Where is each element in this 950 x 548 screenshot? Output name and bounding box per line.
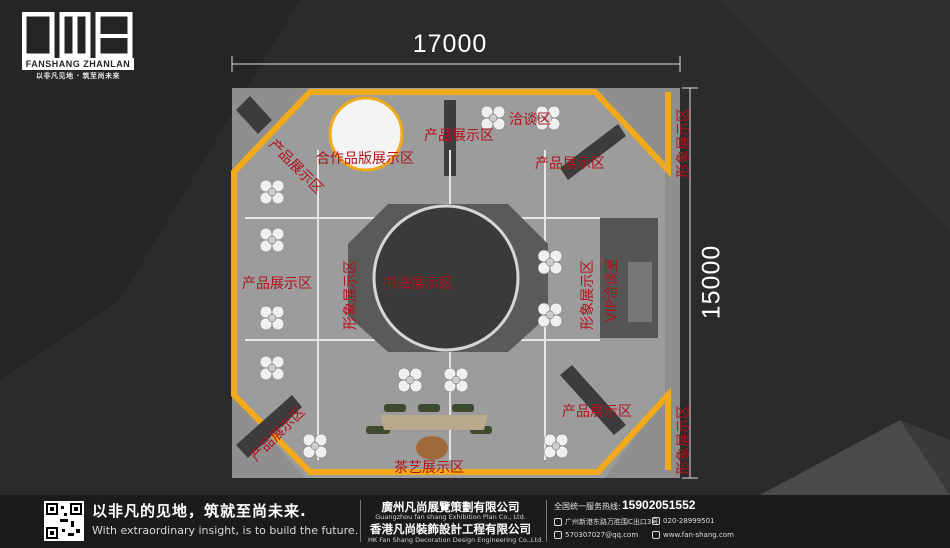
email-text: 570307027@qq.com [565,531,639,539]
zone-coop-display: 合作品版展示区 [316,151,414,167]
logo-slogan: 以非凡见地 · 筑至尚未来 [35,72,121,80]
email-icon [554,531,562,539]
location-icon [554,518,562,526]
chair-groups [259,105,569,459]
zone-negotiation: 洽谈区 [509,112,551,128]
zone-vip-room: VIP洽谈室 [603,258,620,322]
qr-code-icon [44,501,84,541]
logo-name: FANSHANG ZHANLAN [22,58,134,70]
root-carving-table [416,436,448,460]
zone-image-right-top: 形象展示区 [676,108,692,178]
zone-image-right-bottom: 形象展示区 [676,405,692,475]
hotline-label: 全国统一服务热线: [554,502,621,511]
footer-bar [0,495,950,548]
zone-image-left-vertical: 形象展示区 [343,260,359,330]
phone-item: 020-28999501 [652,517,715,525]
company-logo: FANSHANG ZHANLAN 以非凡见地 · 筑至尚未来 [22,12,134,80]
hotline-number: 15902051552 [622,498,696,512]
tagline-chinese: 以非凡的见地，筑就至尚未来. [92,502,307,520]
zone-tea: 茶艺展示区 [394,460,464,476]
round-light-box [328,96,404,172]
footer-divider [360,500,361,542]
zone-product-top-right: 产品展示区 [535,156,605,172]
partition-top-center [444,100,456,176]
phone-icon [652,517,660,525]
perimeter-wall [231,89,671,475]
zone-image-right-vertical: 形象展示区 [580,260,596,330]
zone-product-top-center: 产品展示区 [424,128,494,144]
footer-divider [546,500,547,542]
company-name-hongkong-en: HK Fan Shang Decoration Design Engineeri… [368,536,544,544]
calligraphy-platform [372,204,520,352]
partition-top-right [560,124,626,180]
website-text: www.fan-shang.com [663,531,734,539]
partition-top-left [236,96,272,134]
website-item: www.fan-shang.com [652,531,734,539]
partition-bottom-left [236,395,302,458]
globe-icon [652,531,660,539]
email-item: 570307027@qq.com [554,531,638,539]
zone-product-left-mid: 产品展示区 [242,276,312,292]
address-item: 广州新港东路万胜围C出口3号 [554,517,658,527]
logo-mark-icon [22,12,133,58]
vip-sofa [628,262,652,322]
tagline-english: With extraordinary insight, is to build … [92,524,359,537]
tea-table [380,415,488,430]
company-name-guangzhou-en: Guangzhou fan shang Exhibition Plan Co.,… [375,513,526,521]
company-name-hongkong: 香港凡尚裝飾設計工程有限公司 [370,522,531,536]
address-text: 广州新港东路万胜围C出口3号 [565,518,659,526]
width-dimension-label: 17000 [412,30,488,58]
company-name-guangzhou: 廣州凡尚展覽策劃有限公司 [381,500,520,514]
width-dimension-line [231,56,681,72]
partition-bottom-right [560,365,626,435]
phone-text: 020-28999501 [663,517,715,525]
tea-area-plants [366,404,492,434]
zone-calligraphy: 书法展示区 [383,276,453,292]
height-dimension-line [682,87,698,479]
zone-product-bottom-right: 产品展示区 [562,404,632,420]
